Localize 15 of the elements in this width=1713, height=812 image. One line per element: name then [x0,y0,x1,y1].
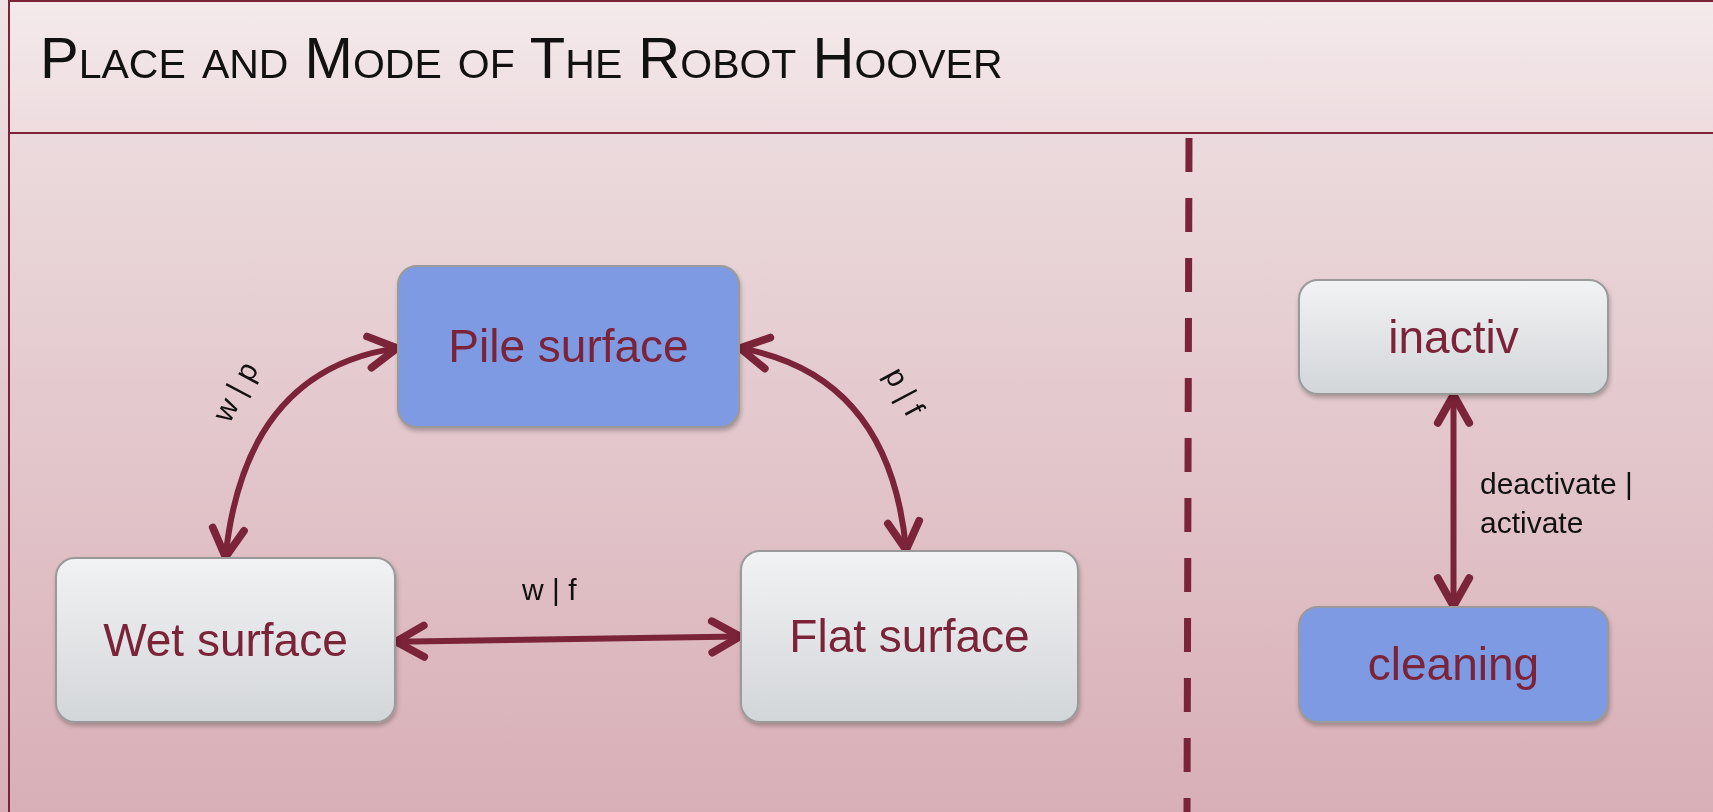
state-label: Flat surface [788,610,1031,663]
state-label: cleaning [1366,638,1541,691]
state-label: Pile surface [447,320,690,373]
state-box [1298,279,1609,395]
state-box [55,557,396,723]
state-label: inactiv [1387,310,1520,364]
edge-label: w | p [204,355,266,429]
edge-label: deactivate | activate [1480,466,1634,541]
active-state-box [1298,606,1609,723]
state-box [740,550,1079,723]
edge-label: w | f [522,572,578,608]
state-label: Wet surface [102,613,349,667]
edge-label: p | f [877,360,933,424]
active-state-box [397,265,740,428]
title: Place and Mode of The Robot Hoover [40,24,1003,91]
